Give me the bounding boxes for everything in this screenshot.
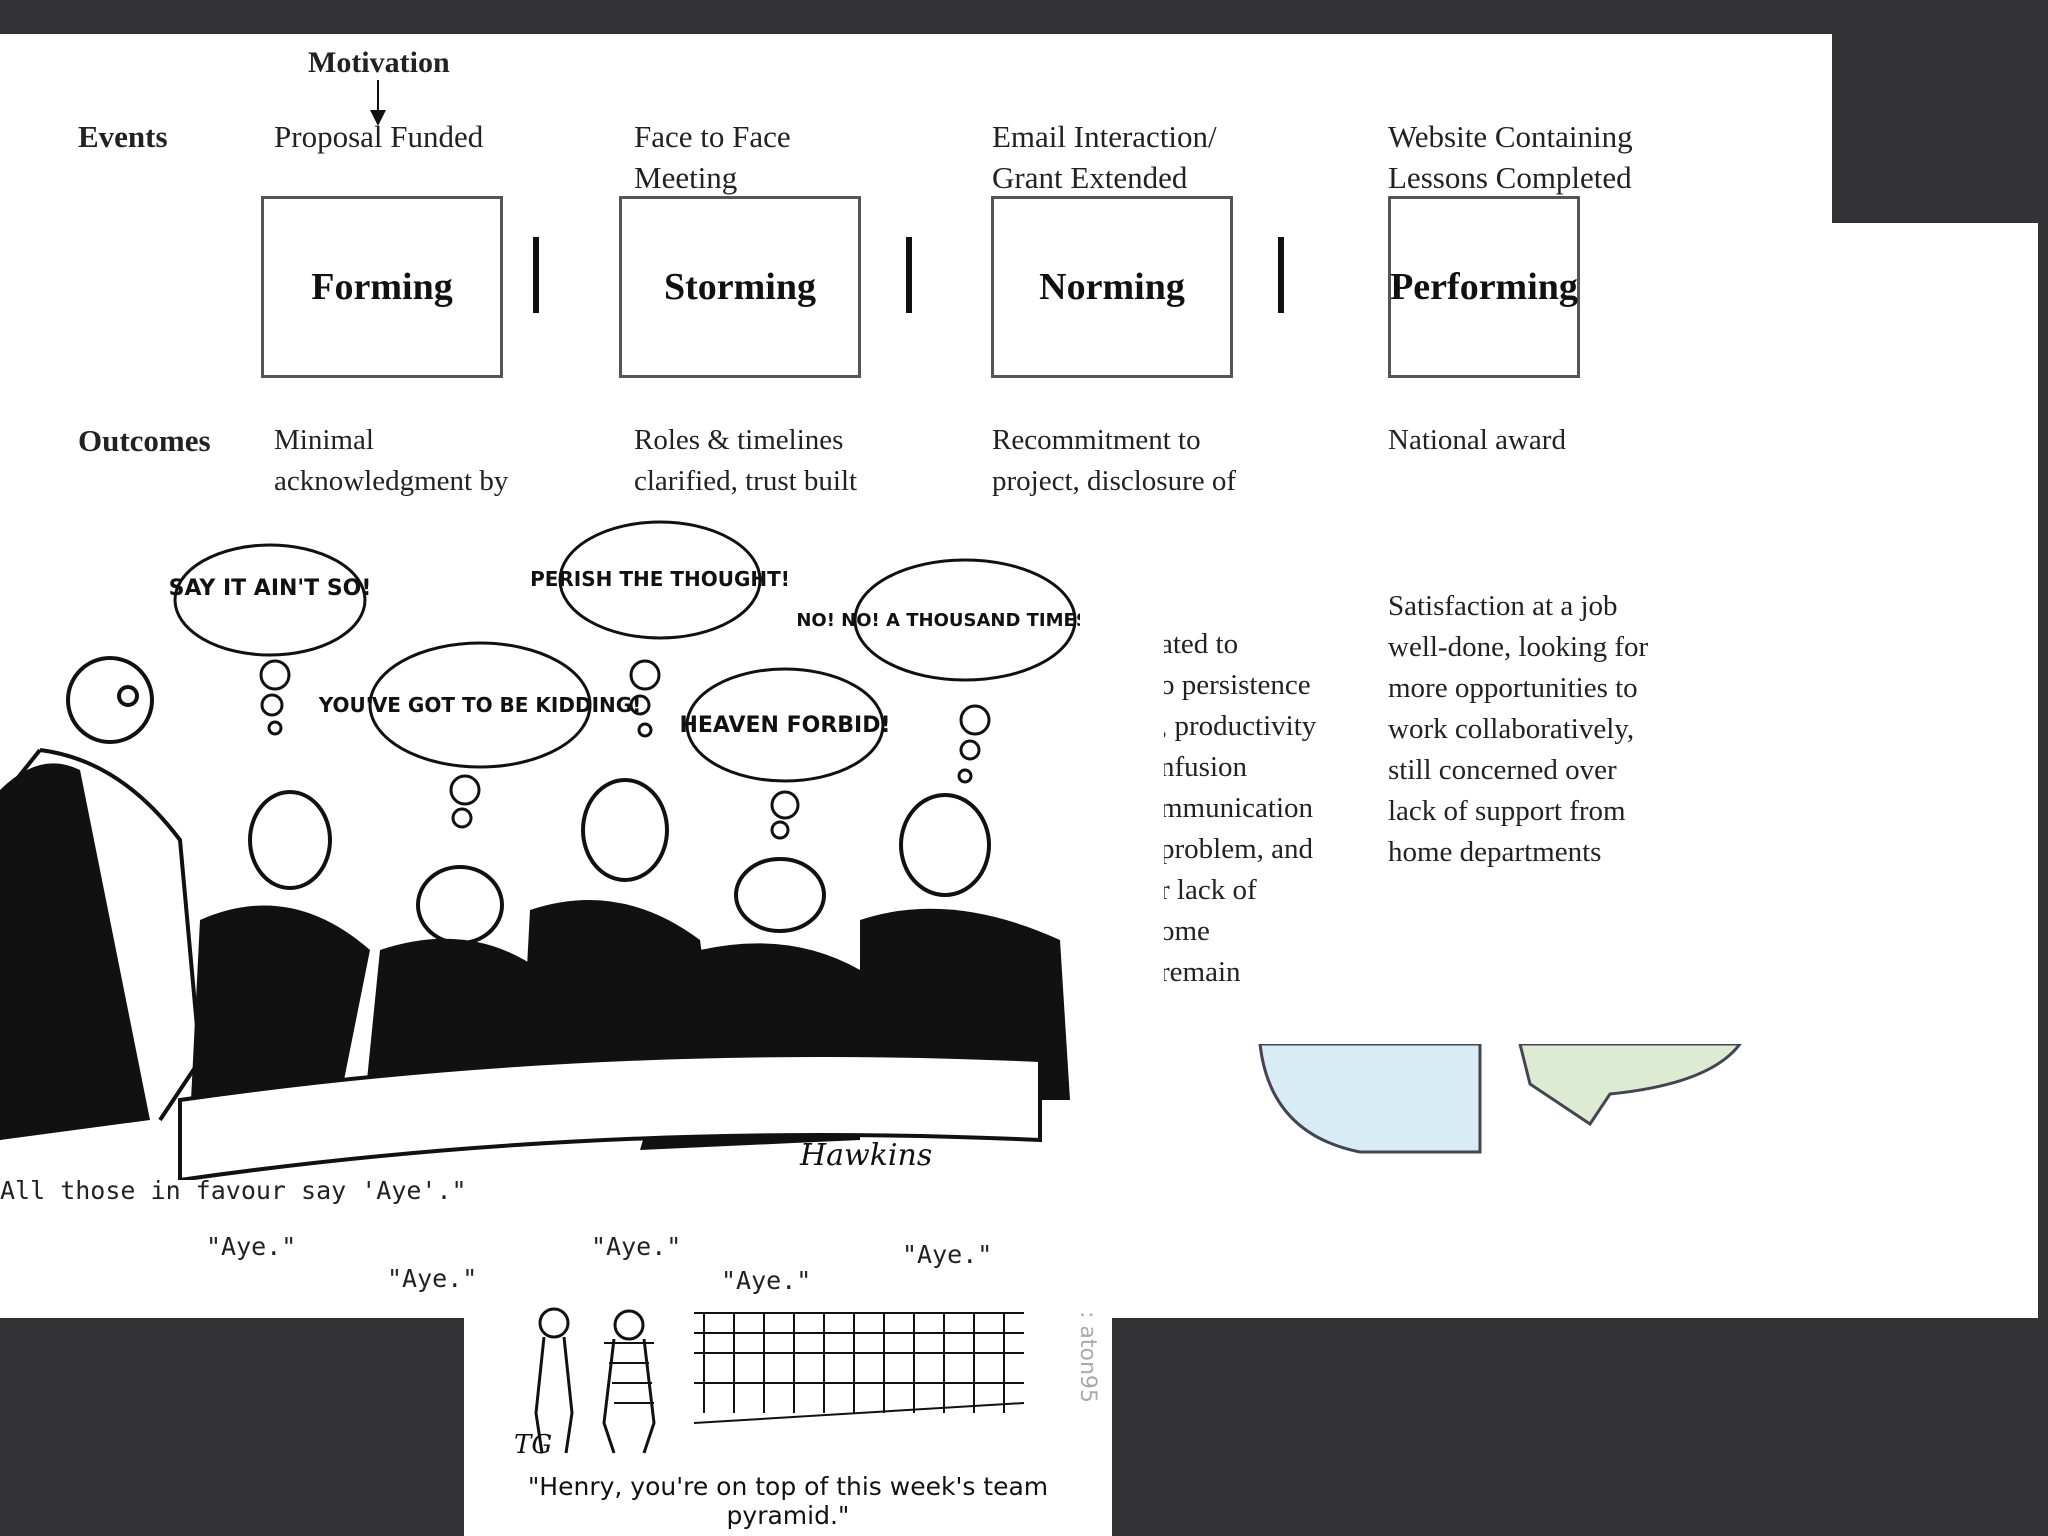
team-pyramid-drawing: TG bbox=[514, 1307, 1025, 1460]
team-pyramid-cartoon: TG : aton95 "Henry, you're on top of thi… bbox=[464, 1303, 1112, 1536]
aye-caption: "Aye." bbox=[721, 1266, 812, 1295]
meeting-cartoon-drawing: SAY IT AIN'T SO! YOU'VE GOT TO BE KIDDIN… bbox=[0, 520, 1080, 1180]
outcome-performing-detail: Satisfaction at a job well-done, looking… bbox=[1388, 590, 1649, 868]
aye-caption: "Aye." bbox=[591, 1232, 682, 1261]
diagram-page-extension bbox=[1832, 223, 2038, 1318]
stage-box-forming: Forming bbox=[261, 196, 503, 378]
event-performing: Website Containing Lessons Completed bbox=[1388, 119, 1633, 195]
bubble-text-perish: PERISH THE THOUGHT! bbox=[530, 567, 790, 591]
motivation-arrow bbox=[370, 80, 386, 126]
stage-separator bbox=[906, 237, 912, 313]
stage-box-performing: Performing bbox=[1388, 196, 1580, 378]
pyramid-credit: : aton95 bbox=[1075, 1311, 1100, 1403]
outcome-norming-continued: ated to o persistence , productivity nfu… bbox=[1160, 628, 1317, 988]
bubble-text-kidding: YOU'VE GOT TO BE KIDDING! bbox=[318, 693, 642, 717]
aye-caption: "Aye." bbox=[206, 1232, 297, 1261]
bubble-text-no: NO! NO! A THOUSAND TIMES NO! bbox=[796, 610, 1080, 631]
stage-separator bbox=[1278, 237, 1284, 313]
speech-shapes bbox=[1258, 1044, 1742, 1154]
event-storming: Face to Face Meeting bbox=[634, 119, 791, 195]
caption-all-in-favour: All those in favour say 'Aye'." bbox=[0, 1176, 467, 1205]
meeting-table bbox=[178, 1053, 1042, 1180]
aye-caption: "Aye." bbox=[387, 1264, 478, 1293]
speech-bubble-green bbox=[1518, 1044, 1742, 1127]
stage-separator bbox=[533, 237, 539, 313]
speech-bubble-blue bbox=[1258, 1044, 1482, 1154]
stage-box-norming: Norming bbox=[991, 196, 1233, 378]
outcome-storming: Roles & timelines clarified, trust built bbox=[634, 424, 858, 497]
bubble-text-heaven: HEAVEN FORBID! bbox=[679, 713, 890, 738]
outcome-performing: National award bbox=[1388, 424, 1566, 456]
bubble-text-say-it: SAY IT AIN'T SO! bbox=[169, 576, 372, 601]
event-forming: Proposal Funded bbox=[274, 119, 484, 154]
pyramid-caption: "Henry, you're on top of this week's tea… bbox=[527, 1472, 1049, 1530]
thought-bubble bbox=[173, 520, 1077, 840]
outcomes-label: Outcomes bbox=[78, 423, 211, 458]
aye-caption: "Aye." bbox=[902, 1240, 993, 1269]
pyramid-artist-initials: TG bbox=[514, 1430, 552, 1460]
events-label: Events bbox=[78, 119, 168, 154]
event-norming: Email Interaction/ Grant Extended bbox=[992, 119, 1217, 195]
stage-box-storming: Storming bbox=[619, 196, 861, 378]
chairman-coat bbox=[0, 763, 150, 1140]
seated-man bbox=[248, 778, 991, 945]
cartoonist-signature: Hawkins bbox=[799, 1138, 932, 1173]
meeting-cartoon: SAY IT AIN'T SO! YOU'VE GOT TO BE KIDDIN… bbox=[0, 500, 1164, 1303]
motivation-label: Motivation bbox=[308, 46, 450, 79]
outcome-forming: Minimal acknowledgment by bbox=[274, 424, 509, 497]
